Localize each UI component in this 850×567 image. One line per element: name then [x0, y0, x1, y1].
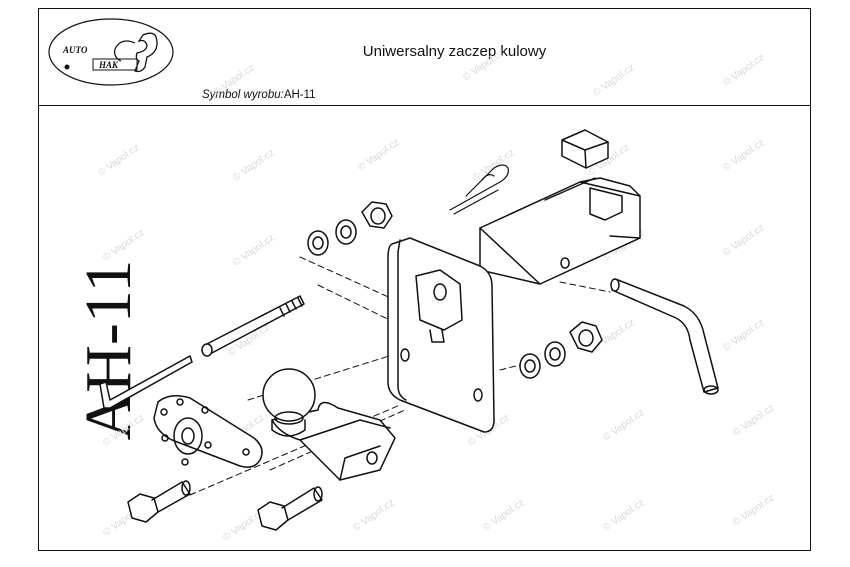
- r-clip: [449, 164, 509, 215]
- bolt-left: [127, 480, 191, 523]
- locking-pin: [610, 278, 719, 395]
- symbol-value: AH-11: [283, 89, 316, 101]
- bolt-right: [257, 486, 323, 531]
- title-block: AUTO HAK Uniwersalny zaczep kulowy Symbo…: [39, 9, 810, 106]
- right-fasteners: [519, 321, 603, 379]
- autohak-logo: AUTO HAK: [48, 18, 174, 86]
- drawing-title: Uniwersalny zaczep kulowy: [362, 43, 547, 60]
- plastic-plug: [561, 129, 609, 169]
- symbol-label: Symbol wyrobu:: [202, 89, 284, 101]
- left-fasteners: [307, 201, 393, 256]
- tow-ball: [262, 368, 396, 481]
- receiver-bar: [479, 177, 641, 285]
- socket-bracket: [153, 395, 263, 468]
- product-symbol: Symbol wyrobu:AH-11: [202, 89, 316, 101]
- logo-top-text: AUTO: [62, 45, 88, 55]
- threaded-rod: [201, 295, 305, 357]
- mounting-plate: [387, 237, 495, 433]
- drawing-sheet: AUTO HAK Uniwersalny zaczep kulowy Symbo…: [38, 8, 811, 551]
- logo-bottom-text: HAK: [98, 60, 119, 70]
- hex-key: [99, 355, 193, 409]
